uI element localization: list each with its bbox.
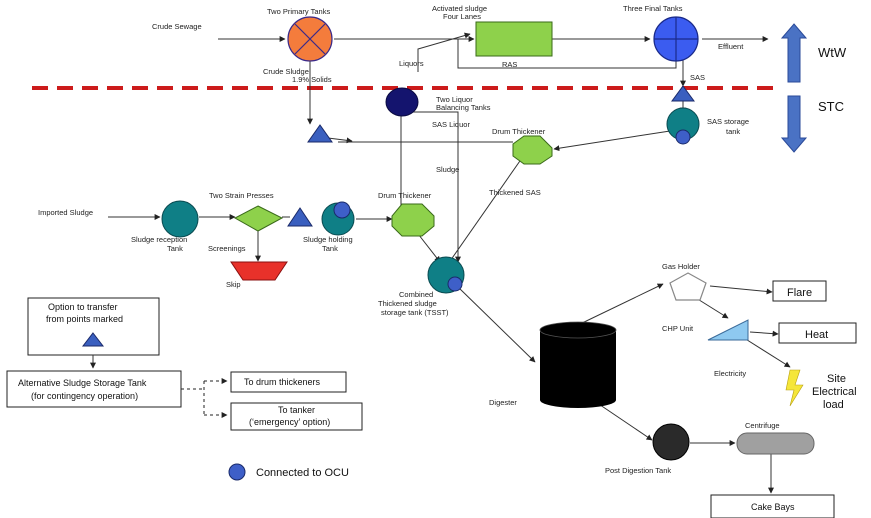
- label-four-lanes: Four Lanes: [443, 12, 481, 21]
- to-drum-box: [230, 371, 347, 393]
- centrifuge-icon: [736, 432, 815, 455]
- label-sas-liquor: SAS Liquor: [432, 120, 470, 129]
- label-chp-unit: CHP Unit: [662, 324, 694, 333]
- label-gas-holder: Gas Holder: [662, 262, 700, 271]
- label-sludge-reception: Sludge reception: [131, 235, 187, 244]
- label-sludge: Sludge: [436, 165, 459, 174]
- ocu-legend-dot-icon: [228, 463, 246, 481]
- label-sas: SAS: [690, 73, 705, 82]
- label-ras: RAS: [502, 60, 517, 69]
- sas-storage-tank-icon: [666, 107, 700, 145]
- label-effluent: Effluent: [718, 42, 744, 51]
- site-load-label-1: Site: [827, 373, 846, 385]
- to-tanker-label-1: To tanker: [278, 405, 315, 415]
- label-activated-sludge: Activated sludge: [432, 4, 487, 13]
- heat-box: [778, 322, 857, 344]
- tsst-icon: [427, 256, 465, 294]
- label-skip: Skip: [226, 280, 241, 289]
- chp-unit-icon: [707, 319, 749, 341]
- transfer-point-triangle-icon: [671, 85, 695, 102]
- digester-icon: [539, 321, 617, 408]
- stc-label: STC: [818, 99, 844, 114]
- skip-icon: [230, 261, 288, 281]
- cake-bays-box: [710, 494, 835, 518]
- label-drum-thickener-mid: Drum Thickener: [378, 191, 432, 200]
- label-sludge-holding: Sludge holding: [303, 235, 353, 244]
- primary-tanks-icon: [287, 16, 333, 62]
- transfer-point-triangle-icon: [81, 332, 105, 347]
- label-post-digestion: Post Digestion Tank: [605, 466, 671, 475]
- to-tanker-label-2: (‘emergency’ option): [249, 417, 330, 427]
- label-two-strain-presses: Two Strain Presses: [209, 191, 274, 200]
- label-crude-sewage: Crude Sewage: [152, 22, 202, 31]
- post-digestion-tank-icon: [652, 423, 690, 461]
- site-load-label-2: Electrical: [812, 386, 857, 398]
- flare-box: [772, 280, 827, 302]
- activated-sludge-icon: [475, 21, 553, 57]
- drum-thickener-top-icon: [512, 135, 553, 165]
- final-tanks-icon: [653, 16, 699, 62]
- gas-holder-icon: [669, 272, 707, 301]
- option-label-1: Option to transfer: [48, 302, 118, 312]
- option-label-2: from points marked: [46, 314, 123, 324]
- alt-storage-box: [6, 370, 182, 408]
- label-imported-sludge: Imported Sludge: [38, 208, 93, 217]
- site-load-label-3: load: [823, 399, 844, 411]
- label-electricity: Electricity: [714, 369, 746, 378]
- label-centrifuge: Centrifuge: [745, 421, 780, 430]
- drum-thickener-mid-icon: [391, 203, 435, 237]
- to-tanker-box: [230, 402, 363, 431]
- to-drum-label: To drum thickeners: [244, 377, 321, 387]
- cake-bays-label: Cake Bays: [751, 502, 795, 512]
- label-two-primary-tanks: Two Primary Tanks: [267, 7, 330, 16]
- label-sas-storage: SAS storage: [707, 117, 749, 126]
- transfer-point-triangle-icon: [287, 207, 313, 227]
- legend-ocu-label: Connected to OCU: [256, 467, 349, 479]
- label-tsst-combined: Combined: [399, 290, 433, 299]
- label-two-liquor: Two Liquor: [436, 95, 473, 104]
- label-thickened-sas: Thickened SAS: [489, 188, 541, 197]
- alt-storage-label-1: Alternative Sludge Storage Tank: [18, 378, 147, 388]
- sludge-reception-tank-icon: [161, 200, 199, 238]
- balancing-tanks-icon: [385, 87, 419, 117]
- flare-label: Flare: [787, 287, 812, 299]
- label-holding-tank: Tank: [322, 244, 338, 253]
- contingency-dashed-lines: [181, 378, 228, 418]
- label-liquors: Liquors: [399, 59, 424, 68]
- label-tsst-thickened: Thickened sludge: [378, 299, 437, 308]
- label-digester: Digester: [489, 398, 517, 407]
- electricity-bolt-icon: [785, 369, 804, 407]
- label-screenings: Screenings: [208, 244, 246, 253]
- label-crude-sludge-solids: 1.9% Solids: [292, 75, 332, 84]
- alt-storage-label-2: (for contingency operation): [31, 391, 138, 401]
- wtw-arrow: [780, 23, 808, 83]
- transfer-point-triangle-icon: [307, 124, 333, 143]
- label-balancing-tanks: Balancing Tanks: [436, 103, 491, 112]
- heat-label: Heat: [805, 329, 828, 341]
- label-reception-tank: Tank: [167, 244, 183, 253]
- label-drum-thickener-top: Drum Thickener: [492, 127, 546, 136]
- label-three-final-tanks: Three Final Tanks: [623, 4, 683, 13]
- strain-presses-icon: [233, 205, 284, 232]
- wtw-label: WtW: [818, 45, 847, 60]
- label-sas-storage-tank: tank: [726, 127, 740, 136]
- label-crude-sludge: Crude Sludge: [263, 67, 309, 76]
- sludge-holding-tank-icon: [321, 201, 355, 236]
- stc-arrow: [780, 95, 808, 153]
- label-tsst-storage: storage tank (TSST): [381, 308, 449, 317]
